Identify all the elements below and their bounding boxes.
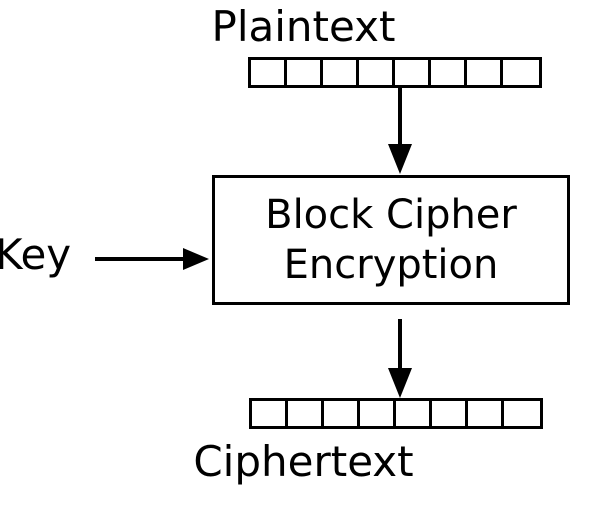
ciphertext-block-cell [504,401,540,426]
arrow-head [183,248,209,270]
ciphertext-block-bar [249,398,543,429]
arrow-plaintext-to-cipher-icon [388,88,412,174]
arrow-key-to-cipher-icon [95,248,209,270]
arrow-shaft [398,88,402,144]
plaintext-block-cell [359,60,395,85]
ciphertext-block-cell [288,401,324,426]
arrow-head [388,144,412,174]
ciphertext-block-cell [432,401,468,426]
plaintext-block-cell [287,60,323,85]
plaintext-block-cell [395,60,431,85]
ciphertext-block-cell [396,401,432,426]
ciphertext-block-cell [324,401,360,426]
ciphertext-block-cell [360,401,396,426]
arrow-shaft [95,257,187,261]
ciphertext-block-cell [252,401,288,426]
plaintext-block-cell [467,60,503,85]
plaintext-block-bar [248,57,542,88]
plaintext-block-cell [323,60,359,85]
ciphertext-label: Ciphertext [193,437,414,486]
cipher-box-line-1: Block Cipher [265,192,517,238]
ciphertext-block-cell [468,401,504,426]
cipher-box-line-2: Encryption [283,242,499,288]
arrow-head [388,368,412,398]
plaintext-block-cell [503,60,539,85]
plaintext-block-cell [431,60,467,85]
plaintext-block-cell [251,60,287,85]
block-cipher-encryption-box: Block Cipher Encryption [212,175,570,305]
plaintext-label: Plaintext [211,2,396,51]
arrow-cipher-to-ciphertext-icon [388,319,412,398]
arrow-shaft [398,319,402,368]
key-label: Key [0,230,72,279]
